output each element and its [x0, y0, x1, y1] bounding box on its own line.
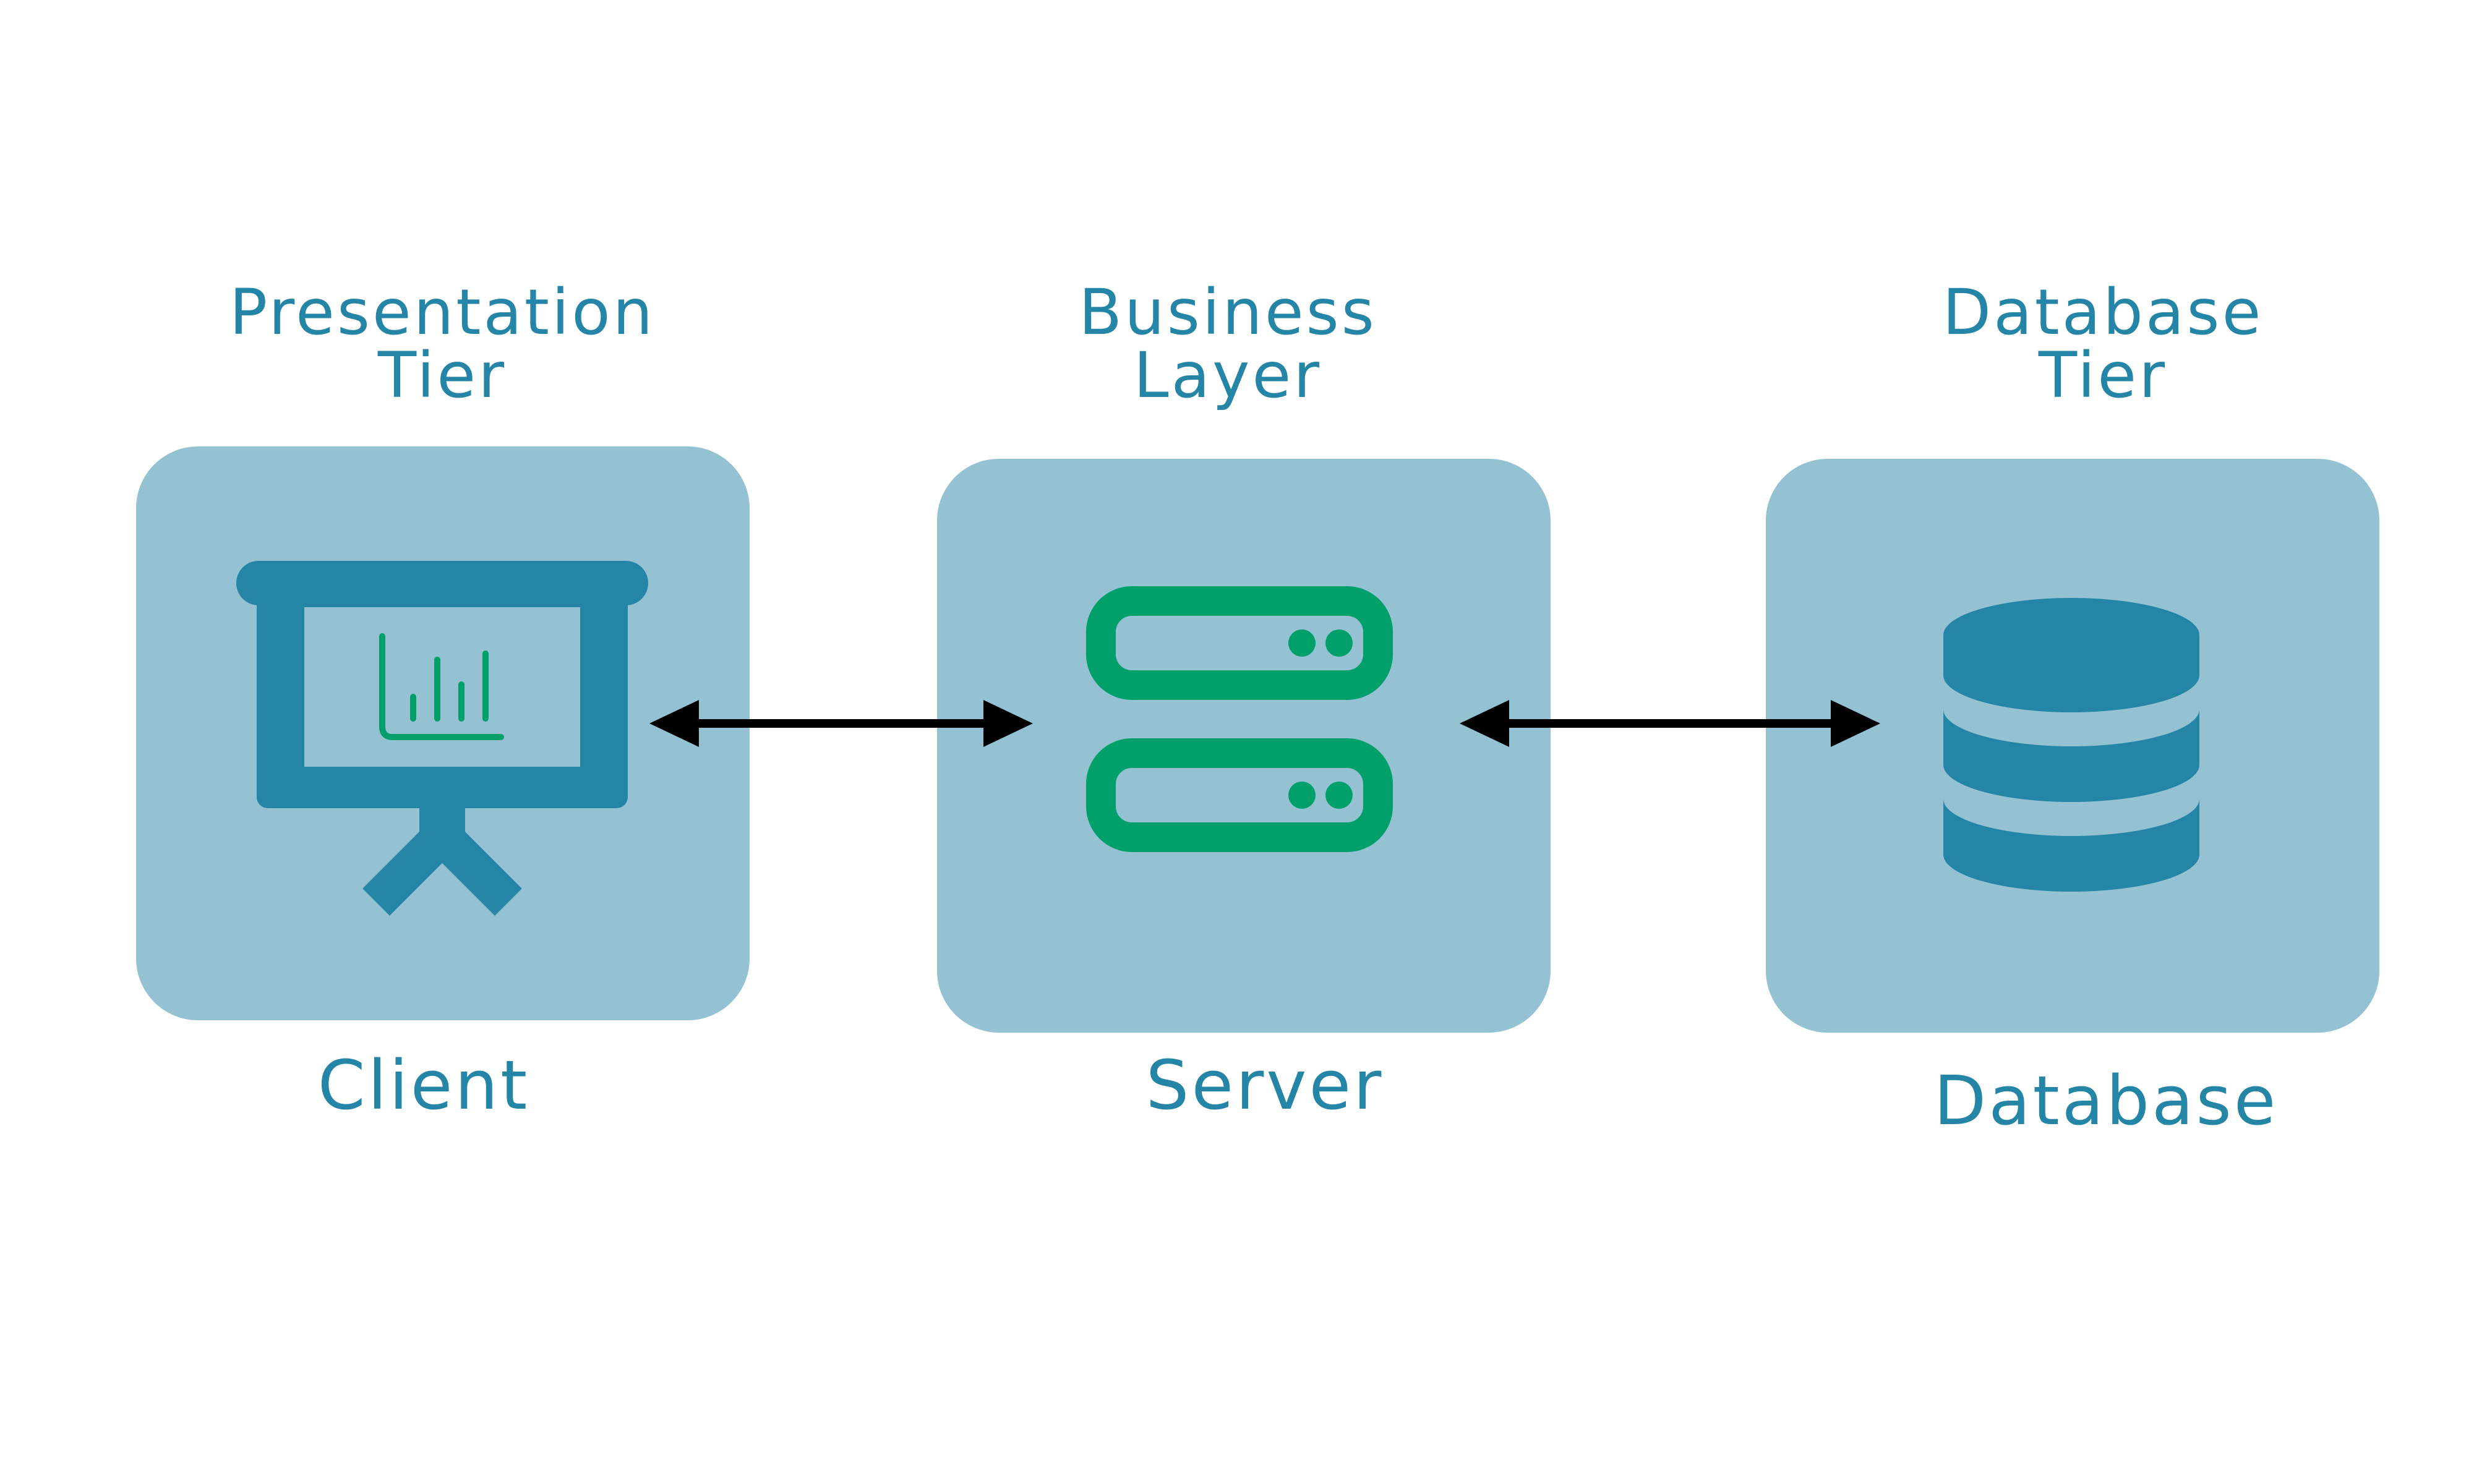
client-card	[136, 446, 750, 1020]
presentation-tier-title: Presentation Tier	[164, 281, 721, 407]
database-tier-title-line2: Tier	[2038, 339, 2168, 412]
database-tier-title: Database Tier	[1825, 281, 2381, 407]
client-caption: Client	[317, 1046, 530, 1125]
database-card	[1766, 459, 2379, 1033]
server-caption: Server	[1145, 1046, 1384, 1125]
database-caption: Database	[1933, 1061, 2279, 1140]
server-icon	[1086, 586, 1393, 852]
server-card	[937, 459, 1551, 1033]
client-server-arrow	[649, 700, 1033, 747]
business-layer-title-line1: Business	[1079, 276, 1377, 349]
bar-chart-icon	[379, 633, 504, 740]
business-layer-title: Business Layer	[949, 281, 1506, 407]
presentation-tier-title-line2: Tier	[377, 339, 507, 412]
presentation-tier-title-line1: Presentation	[229, 276, 656, 349]
server-database-arrow	[1460, 700, 1880, 747]
database-icon	[1943, 598, 2199, 892]
business-layer-title-line2: Layer	[1133, 339, 1322, 412]
presentation-board-icon	[236, 561, 648, 916]
database-tier-title-line1: Database	[1942, 276, 2264, 349]
